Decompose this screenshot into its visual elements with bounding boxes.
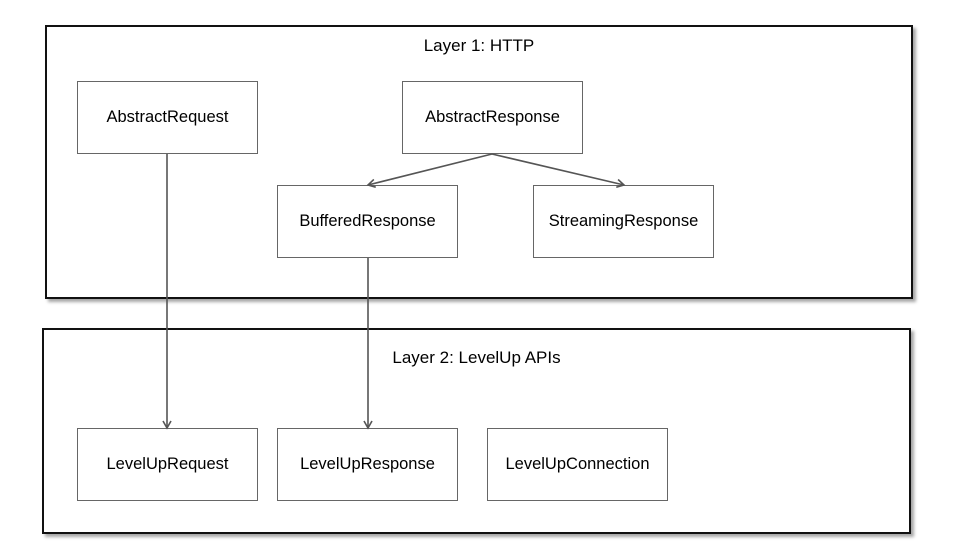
node-levelup-response: LevelUpResponse: [277, 428, 458, 501]
layer-http-title: Layer 1: HTTP: [423, 36, 535, 55]
node-levelup-request: LevelUpRequest: [77, 428, 258, 501]
layer-levelup-apis-title: Layer 2: LevelUp APIs: [392, 348, 561, 367]
node-buffered-response: BufferedResponse: [277, 185, 458, 258]
layer-http: Layer 1: HTTP: [45, 25, 913, 299]
node-abstract-request: AbstractRequest: [77, 81, 258, 154]
node-abstract-response: AbstractResponse: [402, 81, 583, 154]
node-streaming-response: StreamingResponse: [533, 185, 714, 258]
node-levelup-connection: LevelUpConnection: [487, 428, 668, 501]
